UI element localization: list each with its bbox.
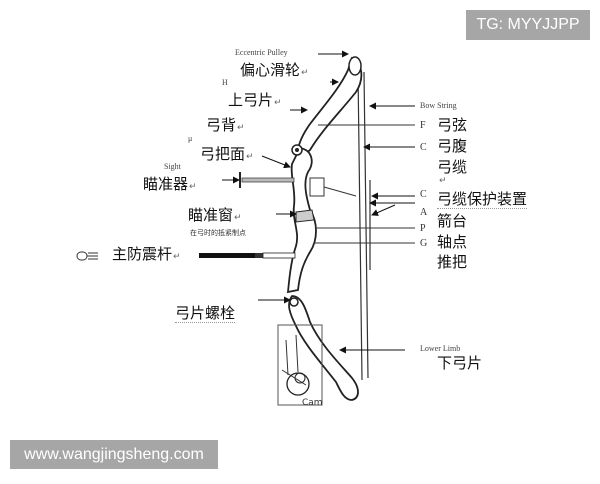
label-sight: 瞄准器↵: [143, 175, 197, 193]
label-grip-face: 弓把面↵: [200, 145, 254, 163]
letter-a: A: [420, 207, 428, 218]
label-cable-guard: 弓缆保护装置: [437, 190, 528, 209]
label-bowstring: 弓弦: [437, 116, 468, 134]
letter-p: P: [420, 223, 426, 234]
label-pivot-point: 轴点: [437, 233, 468, 251]
return-mark: ↵: [439, 176, 447, 186]
label-lower-limb: 下弓片: [437, 354, 483, 372]
letter-c-belly: C: [420, 142, 427, 153]
label-sight-window-note: 在弓时的抵紧制点: [190, 229, 246, 237]
watermark-bottom-left: www.wangjingsheng.com: [10, 440, 218, 469]
label-cable: 弓缆: [437, 158, 468, 176]
label-en-eccentric-pulley: Eccentric Pulley: [235, 48, 288, 57]
bow-string: [357, 71, 371, 381]
watermark-top-right: TG: MYYJJPP: [466, 10, 590, 40]
letter-c-guard: C: [420, 189, 427, 200]
letter-g: G: [420, 238, 428, 249]
label-stabilizer: 主防震杆↵: [112, 245, 181, 263]
sight-icon: [239, 172, 295, 188]
stabilizer-end-icon: [76, 251, 98, 261]
label-en-lower-limb: Lower Limb: [420, 344, 461, 353]
label-sight-window: 瞄准窗↵: [188, 206, 242, 224]
lower-limb: [288, 295, 359, 401]
label-limb-belly: 弓腹: [437, 137, 468, 155]
label-en-mu: μ: [188, 134, 193, 143]
label-en-sight: Sight: [164, 162, 181, 171]
stabilizer-rod-icon: [199, 252, 296, 259]
label-en-bow-string: Bow String: [420, 101, 457, 110]
letter-f: F: [420, 120, 426, 131]
label-limb-back: 弓背↵: [206, 116, 245, 134]
label-limb-bolt: 弓片螺栓: [175, 304, 236, 323]
label-upper-limb: 上弓片↵: [228, 91, 282, 109]
label-grip: 推把: [437, 253, 468, 271]
label-arrow-rest: 箭台: [437, 212, 468, 230]
label-en-h: H: [222, 78, 228, 87]
label-eccentric-pulley: 偏心滑轮↵: [240, 61, 309, 79]
label-cam: Cam: [302, 398, 323, 408]
